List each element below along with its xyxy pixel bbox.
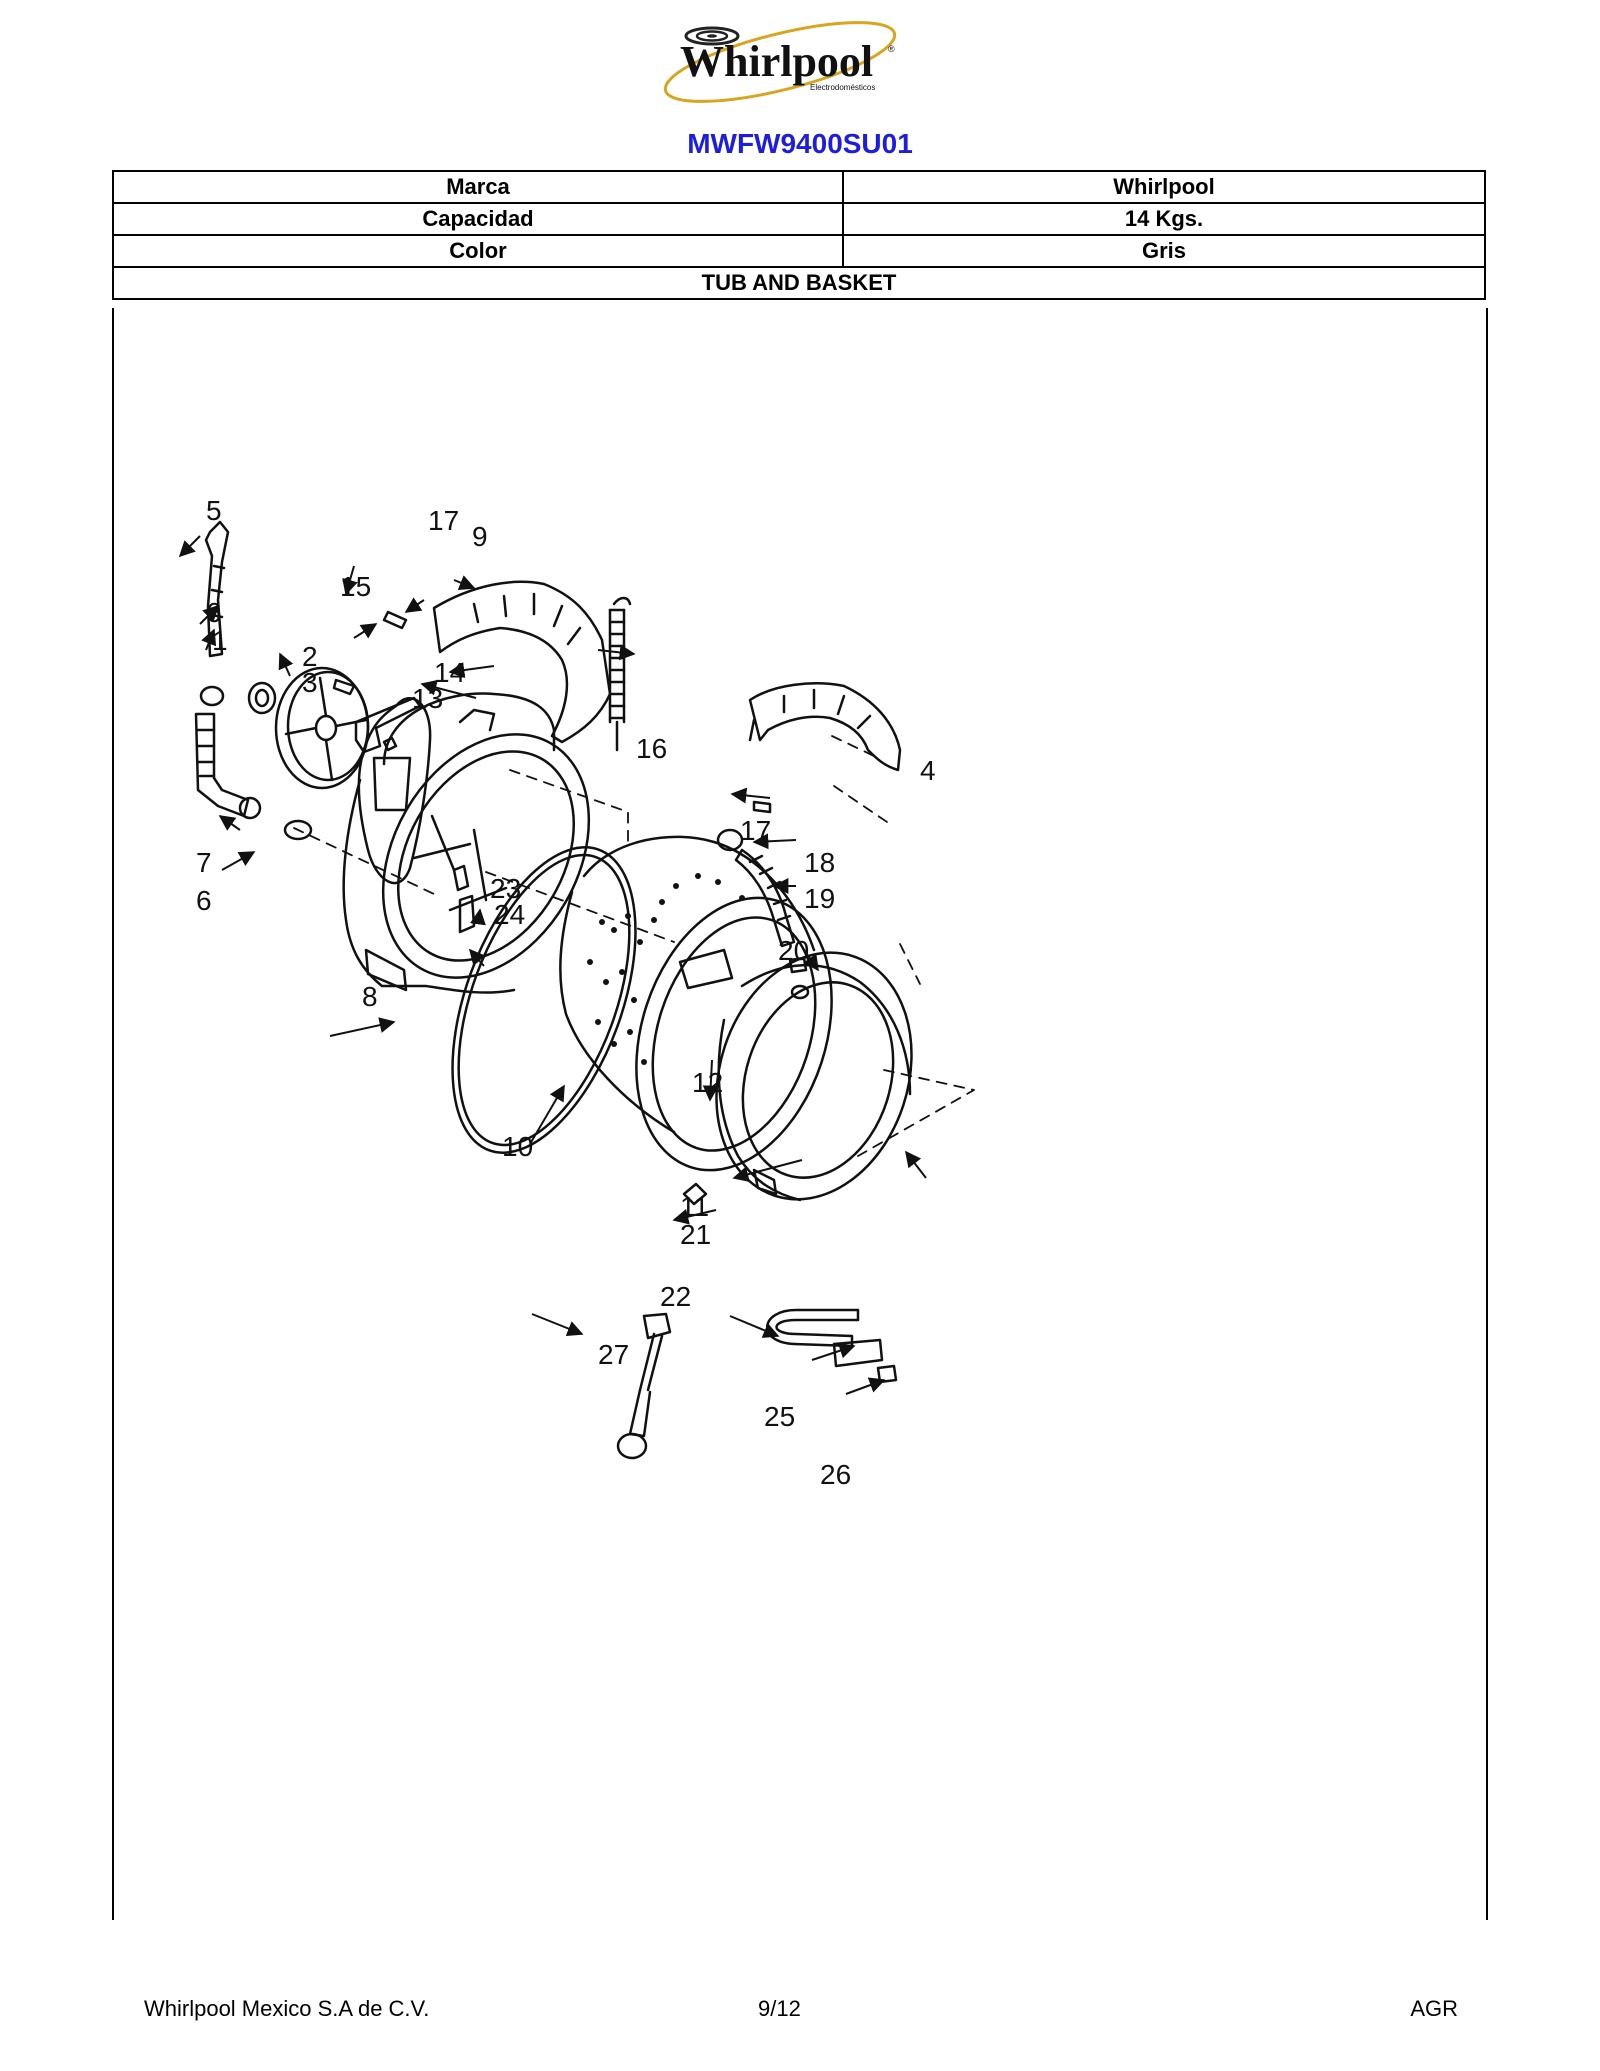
spec-row-brand: Marca Whirlpool [112,170,1486,204]
footer-company: Whirlpool Mexico S.A de C.V. [144,1996,430,2021]
spec-table: Marca Whirlpool Capacidad 14 Kgs. Color … [112,170,1486,300]
wash-basket-icon [559,835,833,1172]
callout-27: 27 [598,1339,629,1370]
callout-22: 22 [660,1281,691,1312]
callout-10: 10 [502,1131,533,1162]
callout-24: 24 [494,899,525,930]
callout-9: 9 [472,521,488,552]
callout-2: 2 [302,641,318,672]
pulley-nut-icon [247,681,277,715]
screw-icon [332,678,356,696]
suspension-spring-icon [608,596,632,752]
callout-3: 3 [302,667,318,698]
spec-value: 14 Kgs. [842,202,1486,236]
callout-17: 17 [740,815,771,846]
callout-8: 8 [362,981,378,1012]
callout-16: 16 [636,733,667,764]
heater-element-icon [766,1308,884,1368]
callout-17: 17 [428,505,459,536]
callout-7: 7 [196,847,212,878]
svg-text:®: ® [888,44,895,54]
callout-4: 4 [920,755,936,786]
callout-20: 20 [778,935,809,966]
logo-subtext: Electrodomésticos [810,83,875,92]
bracket-icon [354,696,422,754]
shock-absorber-icon [616,1312,672,1460]
bolt-icon [452,864,470,892]
spec-value: Gris [842,234,1486,268]
temperature-sensor-icon [458,894,476,934]
callout-6: 6 [206,597,222,628]
rear-tub-icon [342,692,591,994]
section-title-row: TUB AND BASKET [112,266,1486,300]
hose-clamp-icon [283,819,313,841]
callout-1: 1 [212,625,228,656]
hose-clamp-icon [716,828,744,852]
whirlpool-logo: Whirlpool Electrodomésticos ® [663,21,897,103]
screw-icon [382,610,408,630]
drive-pulley-icon [274,666,370,790]
spec-value: Whirlpool [842,170,1486,204]
callout-25: 25 [764,1401,795,1432]
connector-icon [876,1364,898,1384]
section-title: TUB AND BASKET [112,266,1486,300]
spec-label: Color [112,234,844,268]
callout-12: 12 [692,1067,723,1098]
screw-icon [752,800,772,814]
spec-label: Marca [112,170,844,204]
counterweight-icon [432,580,612,744]
counterweight-icon [748,682,902,772]
callout-18: 18 [804,847,835,878]
spec-label: Capacidad [112,202,844,236]
callout-5: 5 [206,495,222,526]
seal-ring-icon [199,685,225,707]
callout-19: 19 [804,883,835,914]
callout-15: 15 [340,571,371,602]
footer-page: 9/12 [758,1996,801,2021]
diagram-frame [112,308,1488,1920]
spec-row-capacity: Capacidad 14 Kgs. [112,202,1486,236]
spec-row-color: Color Gris [112,234,1486,268]
callout-13: 13 [412,683,443,714]
footer-code: AGR [1410,1996,1458,2021]
exploded-parts-diagram: 5 6 1 2 3 15 17 9 14 13 16 7 6 23 24 8 1… [178,495,975,1490]
logo-wordmark: Whirlpool [680,37,873,86]
door-gasket-icon [451,846,637,1154]
callout-6: 6 [196,885,212,916]
callout-14: 14 [434,657,465,688]
front-tub-icon [715,951,913,1202]
gasket-icon [682,1182,708,1206]
callout-21: 21 [680,1219,711,1250]
callout-11: 11 [680,1191,709,1222]
callout-26: 26 [820,1459,851,1490]
pump-hose-icon [194,712,262,820]
model-number: MWFW9400SU01 [687,128,913,159]
callout-23: 23 [490,873,521,904]
